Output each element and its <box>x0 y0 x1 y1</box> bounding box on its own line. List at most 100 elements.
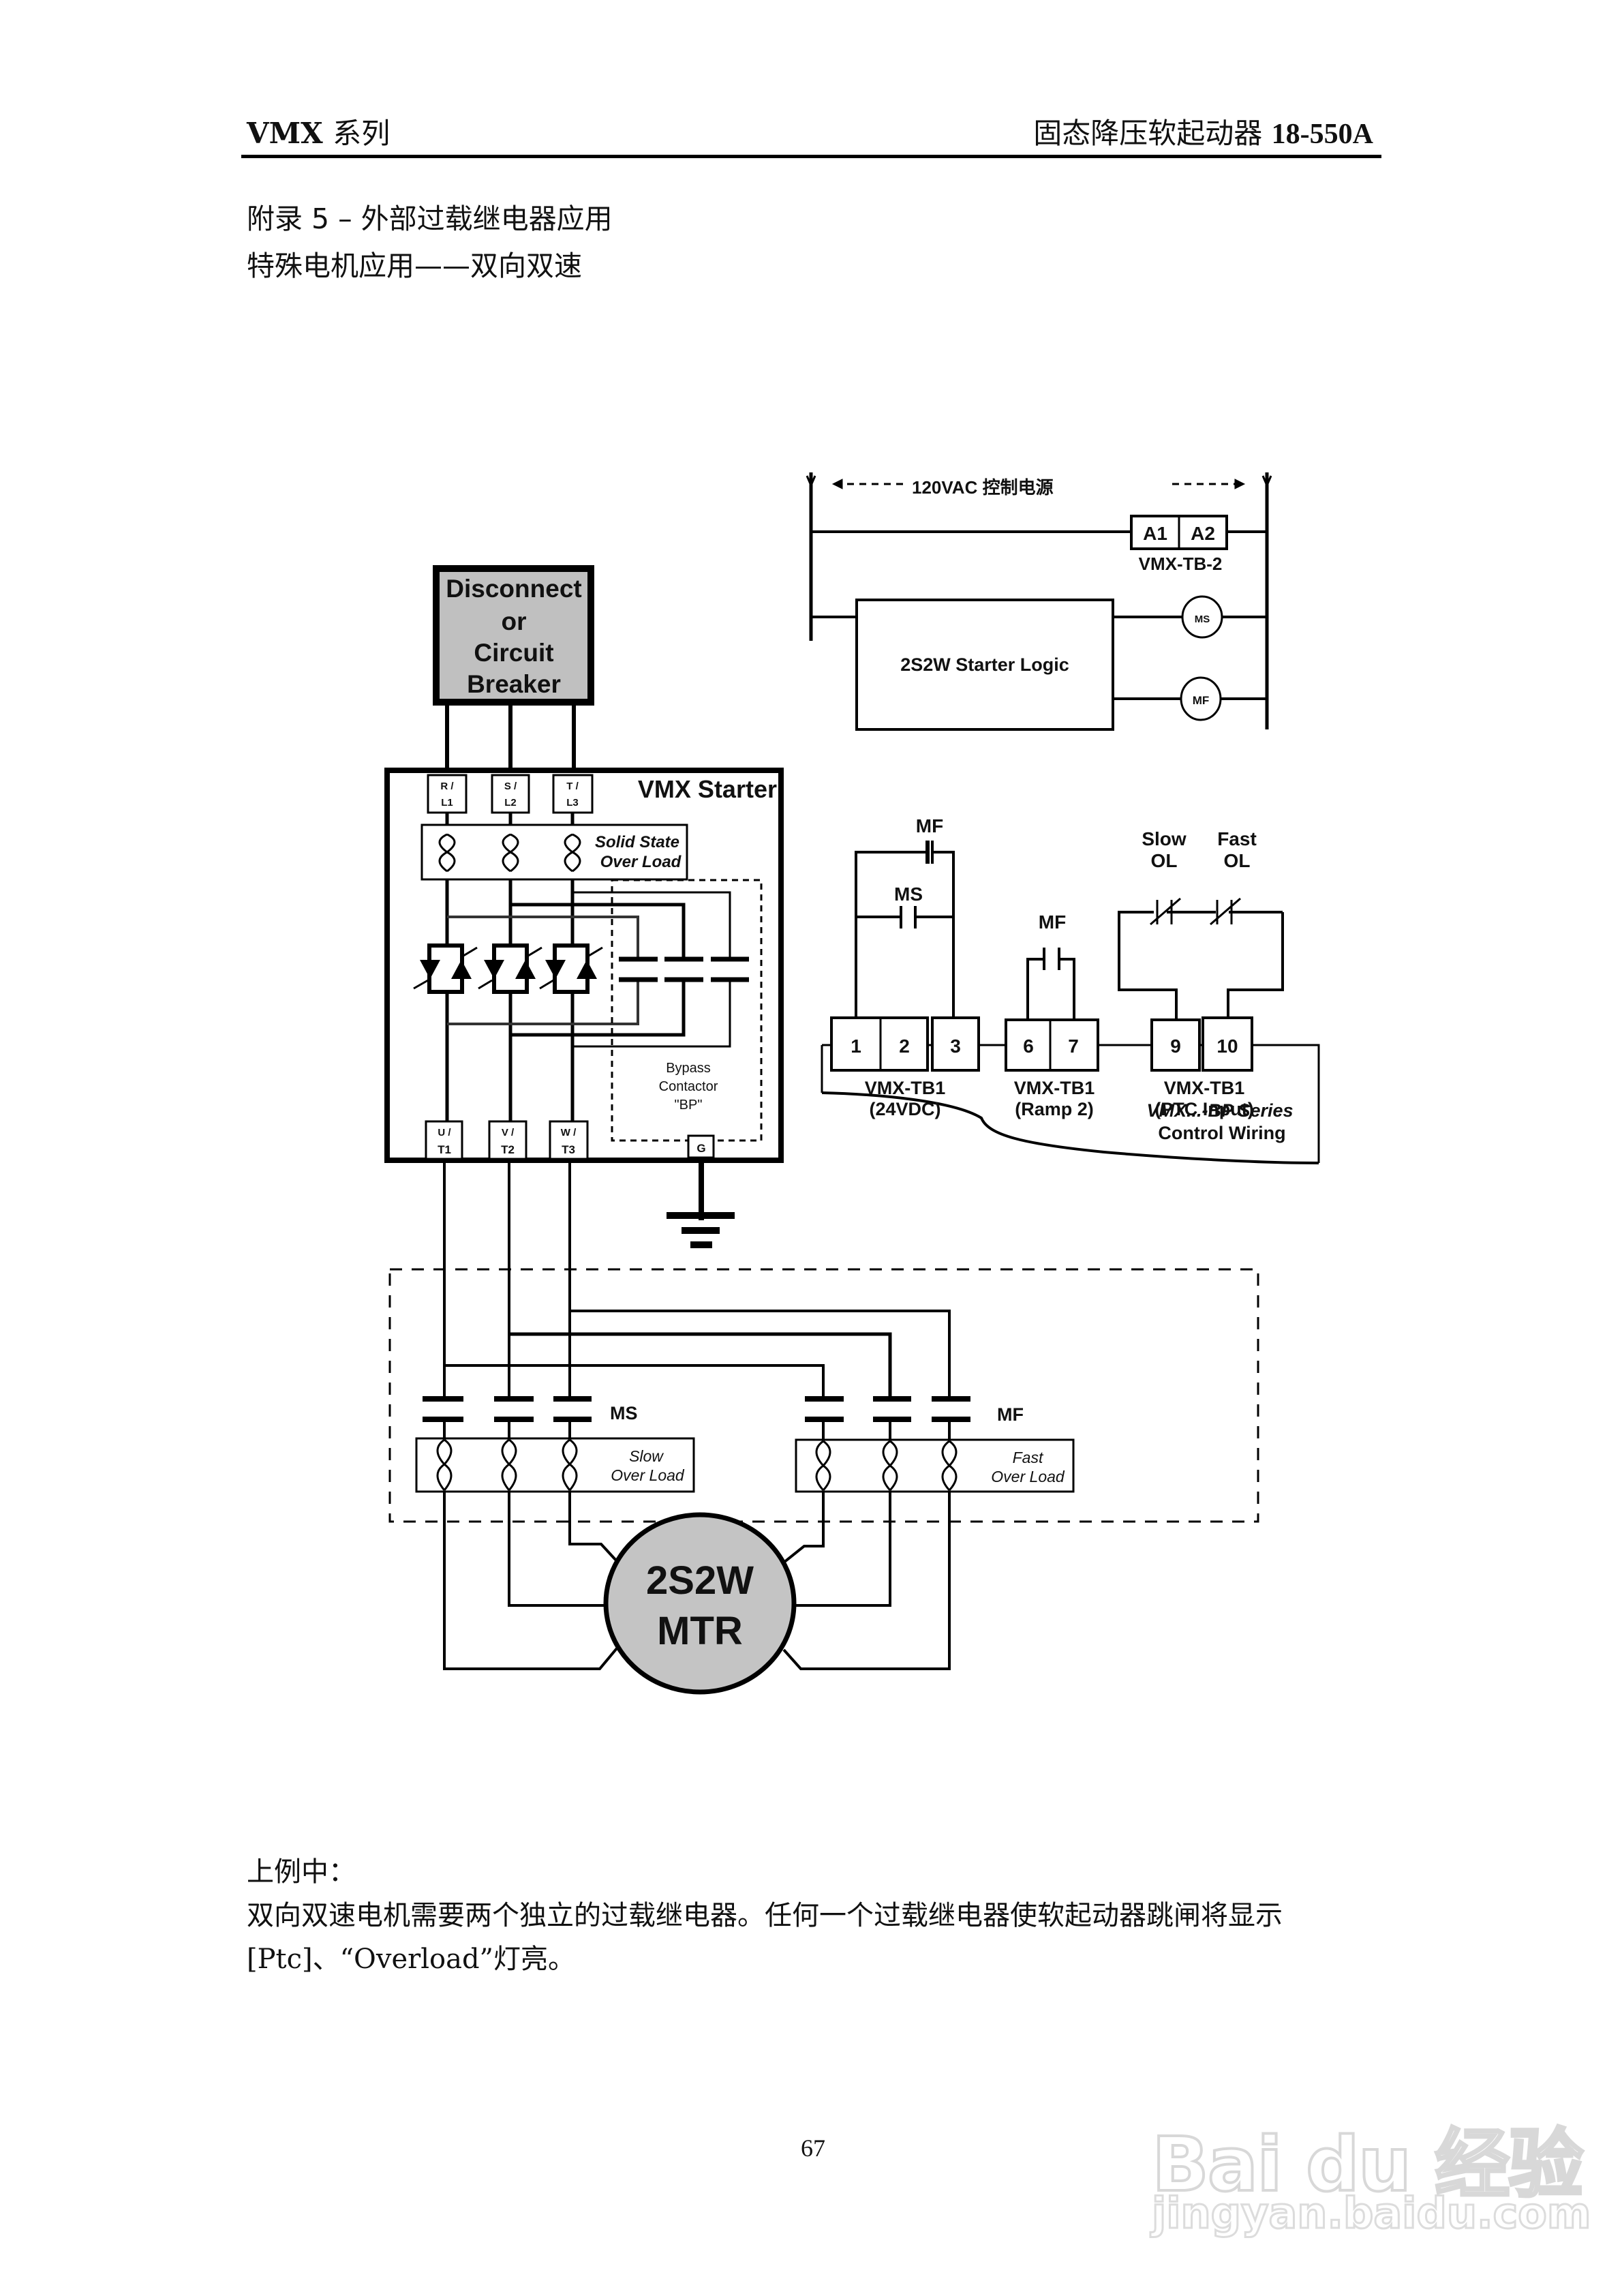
bypass-bus-wiring <box>447 891 731 1048</box>
terminal-l2-label: L2 <box>504 797 517 809</box>
terminal-s-label: S / <box>504 781 517 792</box>
disconnect-line-2: or <box>502 607 527 635</box>
bypass-contacts <box>619 956 749 982</box>
fast-ol-label-2: OL <box>1224 850 1251 871</box>
terminal-v-label: V / <box>502 1127 515 1138</box>
body-line-1: 双向双速电机需要两个独立的过载继电器。任何一个过载继电器使软起动器跳闸将显示 <box>247 1900 1283 1931</box>
terminal-w-label: W / <box>561 1127 577 1138</box>
header-product-range: 18-550A <box>1271 119 1373 150</box>
header-series-cn: 系列 <box>333 117 391 150</box>
ms-contactor-label: MS <box>610 1403 638 1423</box>
mf-contactor-label: MF <box>997 1404 1024 1425</box>
header-rule <box>241 155 1381 158</box>
mf-coil-label: MF <box>1193 694 1210 707</box>
terminal-t-label: T / <box>566 781 579 792</box>
overload-heater-icons <box>438 833 581 873</box>
fast-overload-box <box>795 1438 1075 1493</box>
ms-coil-label: MS <box>1195 614 1210 625</box>
break-line <box>821 1091 1319 1164</box>
terminal-9 <box>1150 1018 1201 1072</box>
terminal-6-7 <box>1005 1018 1099 1072</box>
terminal-v-t2 <box>488 1120 527 1160</box>
header-product-cn: 固态降压软起动器 <box>1033 117 1263 150</box>
control-wiring-label: Control Wiring <box>1158 1123 1285 1143</box>
solid-state-overload-label-1: Solid State <box>595 833 679 851</box>
contactor-to-overload-wires <box>443 1419 951 1440</box>
body-lead: 上例中： <box>247 1856 356 1888</box>
appendix-title: 附录 5 – 外部过载继电器应用 <box>247 202 613 235</box>
mf-ramp-contact-label: MF <box>1039 911 1066 933</box>
dimension-arrow-right-icon <box>1234 479 1246 489</box>
fast-ol-label-1: Fast <box>1217 828 1257 849</box>
scr-phase-w-icon <box>539 943 603 994</box>
fast-wire-u <box>444 1364 825 1399</box>
page-number: 67 <box>801 2134 825 2162</box>
terminal-r-l1 <box>427 774 468 814</box>
tb1-ramp2-label-1: VMX-TB1 <box>1014 1078 1095 1098</box>
section-subtitle: 特殊电机应用——双向双速 <box>247 250 582 282</box>
bypass-label-1: Bypass <box>666 1061 711 1076</box>
bypass-contactor-box <box>611 879 763 1142</box>
control-power-label: 120VAC 控制电源 <box>912 477 1054 498</box>
bp-series-label: VMX...-BP Series <box>1146 1100 1293 1121</box>
terminal-3 <box>931 1016 980 1072</box>
starter-logic-label: 2S2W Starter Logic <box>900 654 1069 675</box>
line-terminals <box>427 774 594 814</box>
terminal-ground <box>687 1134 715 1159</box>
tb1-ptc-label-1: VMX-TB1 <box>1164 1078 1245 1098</box>
terminal-9-label: 9 <box>1170 1036 1181 1057</box>
terminal-r-label: R / <box>440 781 454 792</box>
terminal-l3-label: L3 <box>566 797 579 809</box>
terminal-t3-label: T3 <box>562 1143 575 1156</box>
terminal-s-l2 <box>491 774 530 814</box>
header-series-latin: VMX <box>247 117 323 150</box>
slow-overload-heater-icons <box>436 1438 578 1491</box>
tb1-ptc-label-2: (PTC Input) <box>1154 1099 1253 1119</box>
slow-ol-label-2: OL <box>1151 850 1178 871</box>
fast-wire-v <box>509 1332 892 1399</box>
tb1-24vdc-label-1: VMX-TB1 <box>865 1078 946 1098</box>
terminal-6-label: 6 <box>1023 1036 1034 1057</box>
motor-label-2: MTR <box>657 1609 743 1653</box>
terminal-u-label: U / <box>438 1127 451 1138</box>
slow-ol-contact-icon <box>1150 897 1181 926</box>
tb2-terminal-a1: A1 <box>1143 523 1167 544</box>
terminal-1-label: 1 <box>851 1036 861 1057</box>
terminal-3-label: 3 <box>950 1036 961 1057</box>
fast-overload-label-2: Over Load <box>991 1468 1065 1485</box>
slow-overload-label-1: Slow <box>629 1447 664 1465</box>
baidu-watermark: Bai du 经验 jingyan.baidu.com <box>1150 2062 1592 2239</box>
mf-contact-label: MF <box>916 815 943 836</box>
control-wiring <box>821 841 1320 1164</box>
disconnect-box <box>433 565 594 706</box>
terminal-7-label: 7 <box>1068 1036 1079 1057</box>
slow-ol-label-1: Slow <box>1142 828 1187 849</box>
fast-wire-w <box>570 1310 951 1399</box>
fast-overload-heater-icons <box>815 1440 958 1492</box>
terminal-t2-label: T2 <box>501 1143 515 1156</box>
header-product: 固态降压软起动器 18-550A <box>1033 117 1373 151</box>
motor-icon <box>603 1512 797 1695</box>
dimension-arrow-left-icon <box>831 479 843 489</box>
terminal-10-label: 10 <box>1216 1036 1238 1057</box>
motor-leads <box>443 1492 951 1670</box>
scr-phase-v-icon <box>478 943 542 994</box>
vmx-starter-box <box>384 768 784 1163</box>
header-series: VMX 系列 <box>247 117 390 150</box>
tb2-label: VMX-TB-2 <box>1139 554 1223 574</box>
scr-thyristor-icons <box>413 943 603 994</box>
bypass-label-3: "BP" <box>675 1098 703 1113</box>
terminal-2-label: 2 <box>899 1036 910 1057</box>
terminal-u-t1 <box>425 1120 463 1160</box>
terminal-t1-label: T1 <box>438 1143 451 1156</box>
terminal-l1-label: L1 <box>441 797 453 809</box>
watermark-brand: Bai du 经验 <box>1150 2119 1585 2209</box>
slow-overload-box <box>415 1437 695 1493</box>
starter-title: VMX Starter <box>638 775 777 803</box>
rail-arrow-left-icon <box>806 475 816 488</box>
terminal-w-t3 <box>549 1120 589 1160</box>
control-ladder <box>806 472 1272 731</box>
disconnect-line-3: Circuit <box>474 639 553 667</box>
slow-overload-label-2: Over Load <box>611 1466 685 1484</box>
